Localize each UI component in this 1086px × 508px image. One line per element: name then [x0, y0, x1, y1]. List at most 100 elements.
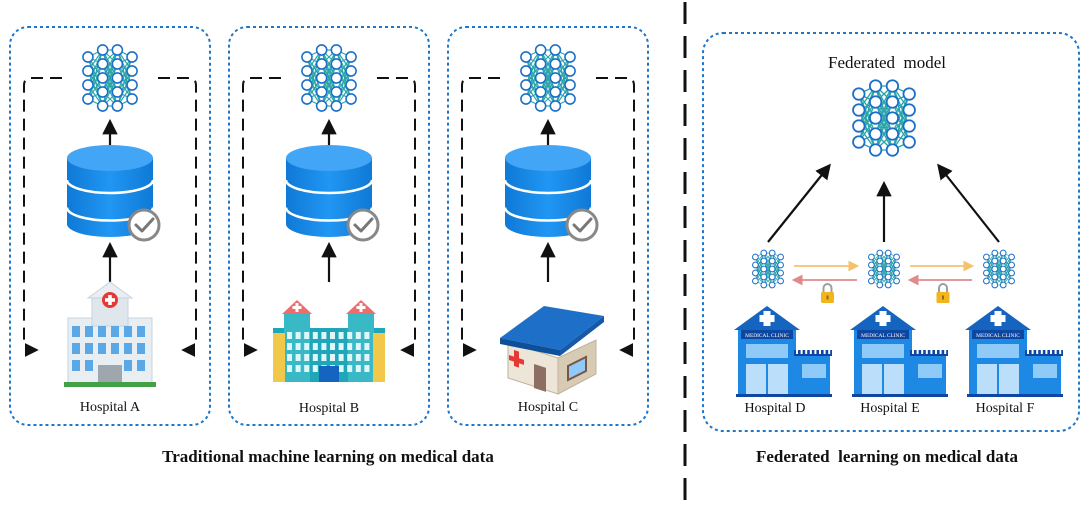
network-node [983, 277, 990, 285]
check-circle-icon [346, 208, 380, 242]
network-edge [871, 252, 881, 274]
network-edge [879, 260, 889, 286]
network-node [564, 79, 576, 91]
network-node [884, 265, 892, 273]
network-edge [321, 49, 337, 93]
network-node [301, 65, 313, 77]
lock-icon [936, 283, 950, 303]
feedback-loop-left [23, 77, 62, 357]
federated-title: Federated learning on medical data [756, 447, 1019, 466]
network-node [111, 72, 124, 84]
aggregate-arrow-right [937, 163, 1000, 243]
clinic-house-icon [500, 306, 604, 395]
network-edge [321, 63, 337, 107]
feedback-loop-right [158, 77, 197, 357]
network-node [126, 51, 138, 63]
network-edge [306, 49, 323, 86]
network-node [885, 95, 900, 109]
network-node [82, 79, 94, 91]
network-node [315, 72, 328, 84]
network-edge [874, 101, 894, 151]
neural-network-icon [752, 249, 784, 289]
network-node [876, 265, 884, 273]
network-node [876, 273, 884, 281]
network-edge [874, 85, 894, 135]
neural-network-icon [82, 44, 138, 112]
network-node [893, 269, 900, 277]
network-node [534, 72, 547, 84]
network-node [760, 265, 768, 273]
hospital-b-label: Hospital B [299, 401, 359, 416]
clinic-sign [741, 330, 793, 339]
network-node [852, 135, 866, 149]
database-icon [284, 145, 380, 242]
network-node [82, 93, 94, 105]
network-edge [994, 260, 1004, 286]
hospital-a-label: Hospital A [80, 400, 141, 415]
network-node [111, 86, 124, 98]
network-edge [1002, 256, 1012, 286]
network-edge [986, 252, 996, 274]
traditional-pipeline [461, 44, 635, 395]
network-node [82, 51, 94, 63]
network-edge [116, 56, 133, 93]
network-node [111, 44, 124, 56]
network-node [991, 257, 999, 265]
network-node [777, 277, 784, 285]
network-node [752, 261, 759, 269]
neural-network-icon [852, 79, 916, 157]
network-node [768, 257, 776, 265]
network-node [902, 119, 916, 133]
network-edge [858, 85, 877, 143]
network-edge [891, 93, 910, 151]
network-node [96, 86, 109, 98]
hospital-towers-icon [273, 300, 385, 382]
network-node [752, 277, 759, 285]
network-edge [771, 256, 781, 278]
network-node [893, 253, 900, 261]
network-node [126, 79, 138, 91]
network-edge [87, 63, 104, 100]
feedback-loop-left [461, 77, 500, 357]
network-node [549, 58, 562, 70]
network-node [1008, 269, 1015, 277]
network-edge [554, 56, 571, 93]
network-edge [102, 63, 118, 107]
network-node [111, 58, 124, 70]
feedback-loop-left [242, 77, 281, 357]
network-node [768, 265, 776, 273]
network-node [876, 249, 884, 257]
network-node [983, 253, 990, 261]
network-node [564, 93, 576, 105]
network-node [876, 257, 884, 265]
aggregate-arrow-left [767, 163, 831, 243]
network-node [315, 58, 328, 70]
network-node [868, 261, 875, 269]
network-node [885, 79, 900, 93]
network-node [885, 143, 900, 157]
network-node [868, 143, 883, 157]
hospital-f-label: Hospital F [976, 401, 1035, 416]
network-node [852, 103, 866, 117]
hospital-c-label: Hospital C [518, 400, 578, 415]
network-node [760, 249, 768, 257]
database-icon [503, 145, 599, 242]
network-node [549, 44, 562, 56]
network-node [991, 265, 999, 273]
feedback-loop-right [377, 77, 416, 357]
network-node [330, 44, 343, 56]
network-edge [87, 49, 104, 100]
network-node [893, 261, 900, 269]
network-node [301, 51, 313, 63]
network-edge [1002, 256, 1012, 278]
clinic-sign [857, 330, 909, 339]
traditional-pipeline [23, 44, 197, 387]
neural-network-icon [301, 44, 357, 112]
network-node [330, 58, 343, 70]
network-node [96, 44, 109, 56]
network-edge [540, 63, 556, 107]
lock-icon [821, 283, 834, 303]
network-node [777, 261, 784, 269]
clinic-sign [972, 330, 1024, 339]
